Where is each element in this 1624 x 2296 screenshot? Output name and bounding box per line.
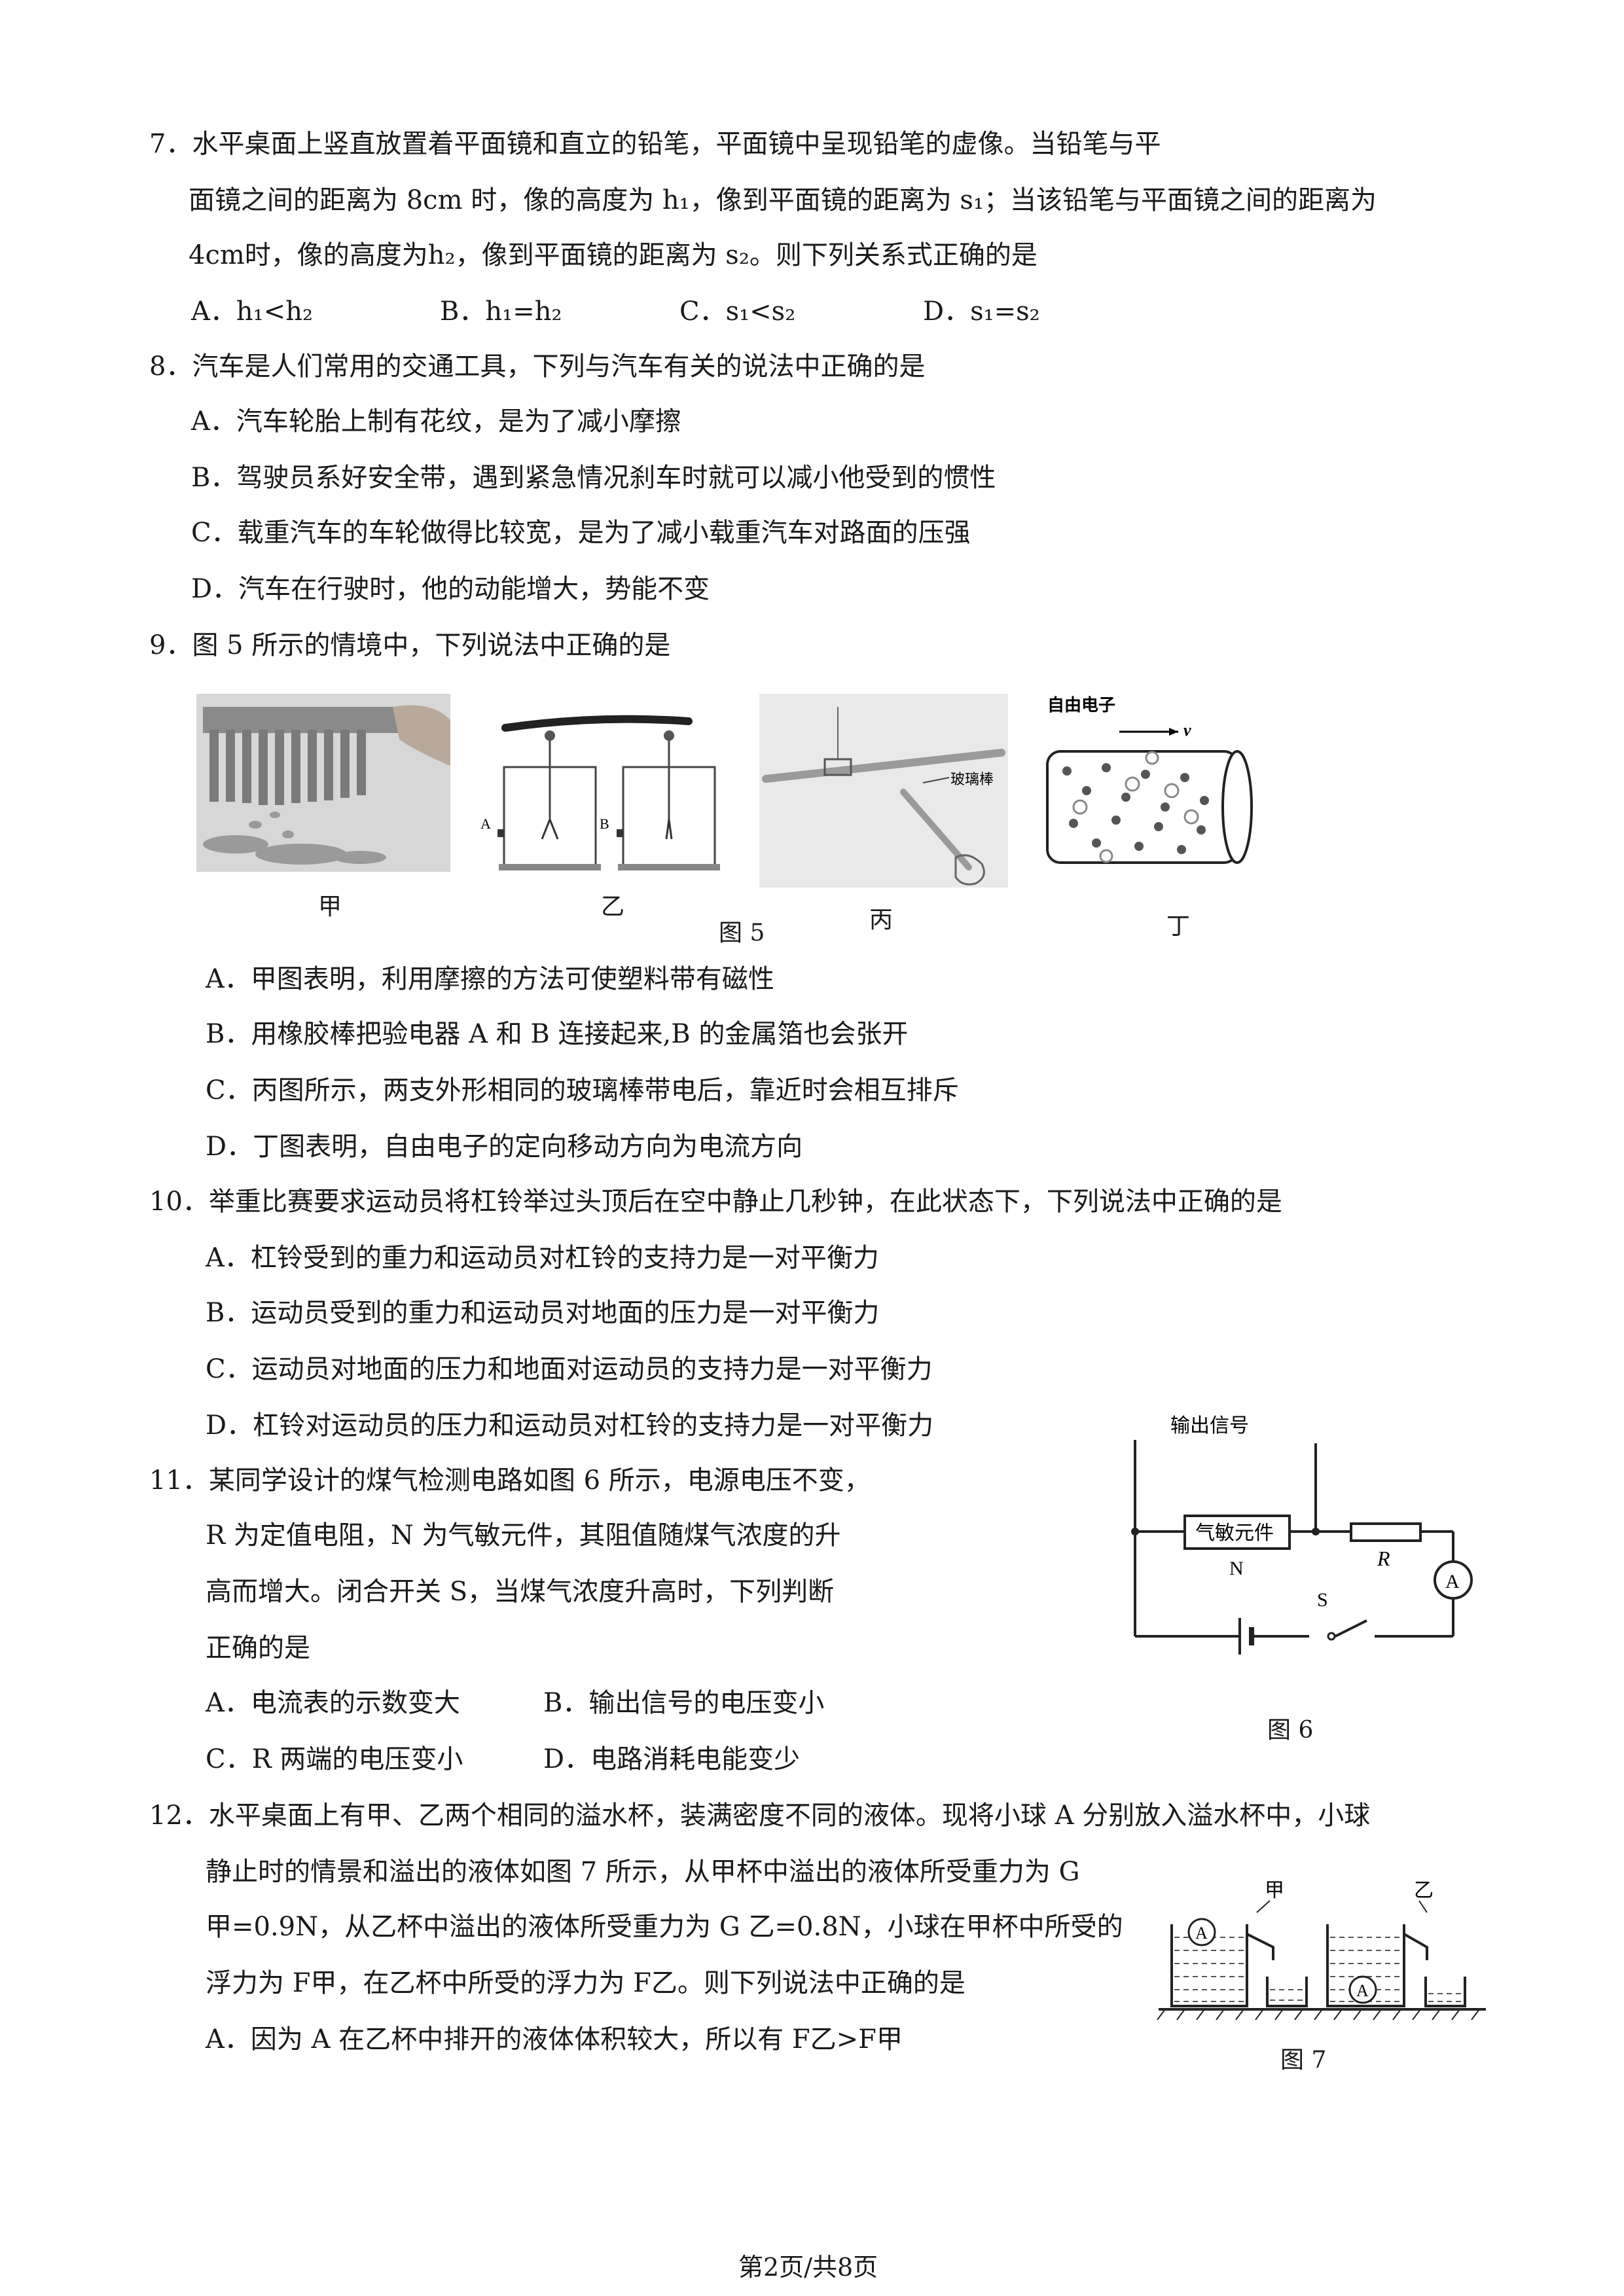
q11-line2: R 为定值电阻，N 为气敏元件，其阻值随煤气浓度的升 (206, 1520, 841, 1551)
cup-yi-label: 乙 (1414, 1879, 1434, 1902)
q12-line3: 甲=0.9N，从乙杯中溢出的液体所受重力为 G 乙=0.8N，小球在甲杯中所受的 (206, 1912, 1123, 1942)
figure5-caption: 图 5 (719, 920, 765, 946)
velocity-label: v (1183, 721, 1191, 740)
ball-a-in-yi: A (1356, 1981, 1369, 2000)
cup-jia-label: 甲 (1265, 1879, 1284, 1902)
q11-line3: 高而增大。闭合开关 S，当煤气浓度升高时，下列判断 (206, 1577, 835, 1607)
q9-option-c: C．丙图所示，两支外形相同的玻璃棒带电后，靠近时会相互排斥 (206, 1075, 959, 1105)
switch-s-label: S (1317, 1589, 1328, 1611)
q7-option-a: A．h₁<h₂ (191, 296, 313, 327)
figure5-label-jia: 甲 (318, 893, 342, 920)
q11-option-a: A．电流表的示数变大 (206, 1688, 460, 1718)
q10-option-d: D．杠铃对运动员的压力和运动员对杠铃的支持力是一对平衡力 (206, 1410, 934, 1441)
free-electron-label: 自由电子 (1047, 695, 1115, 715)
q8-option-c: C．载重汽车的车轮做得比较宽，是为了减小载重汽车对路面的压强 (191, 518, 971, 548)
q8-option-a: A．汽车轮胎上制有花纹，是为了减小摩擦 (191, 406, 681, 437)
figure5-label-bing: 丙 (869, 906, 893, 933)
figure5-bing-glass-rods: 玻璃棒 (759, 694, 1008, 888)
ball-a-in-jia: A (1195, 1924, 1208, 1943)
q11-line4: 正确的是 (206, 1633, 310, 1663)
q9-option-d: D．丁图表明，自由电子的定向移动方向为电流方向 (206, 1132, 803, 1162)
figure5-label-yi: 乙 (601, 893, 625, 920)
figure5-yi-electroscopes: A B (480, 715, 720, 870)
q12-option-a: A．因为 A 在乙杯中排开的液体体积较大，所以有 F乙>F甲 (206, 2024, 903, 2054)
q12-line1: 12．水平桌面上有甲、乙两个相同的溢水杯，装满密度不同的液体。现将小球 A 分别… (149, 1801, 1371, 1831)
q8-stem: 8．汽车是人们常用的交通工具，下列与汽车有关的说法中正确的是 (149, 351, 926, 382)
q7-line2: 面镜之间的距离为 8cm 时，像的高度为 h₁，像到平面镜的距离为 s₁；当该铅… (189, 185, 1377, 215)
q7-option-b: B．h₁=h₂ (440, 296, 562, 327)
q11-option-d: D．电路消耗电能变少 (543, 1744, 801, 1774)
q9-option-b: B．用橡胶棒把验电器 A 和 B 连接起来,B 的金属箔也会张开 (206, 1019, 909, 1049)
electroscope-b-label: B (600, 816, 609, 832)
q11-line1: 11．某同学设计的煤气检测电路如图 6 所示，电源电压不变， (149, 1465, 871, 1496)
figure6-caption: 图 6 (1267, 1717, 1314, 1744)
page-footer: 第2页/共8页 (738, 2253, 878, 2282)
q12-line2: 静止时的情景和溢出的液体如图 7 所示，从甲杯中溢出的液体所受重力为 G (206, 1857, 1080, 1887)
q11-option-c: C．R 两端的电压变小 (206, 1744, 463, 1774)
q7-line3: 4cm时，像的高度为h₂，像到平面镜的距离为 s₂。则下列关系式正确的是 (189, 240, 1038, 270)
glass-rod-label: 玻璃棒 (950, 772, 994, 788)
q11-option-b: B．输出信号的电压变小 (543, 1688, 825, 1718)
q7-option-c: C．s₁<s₂ (679, 296, 796, 327)
figure5-ding-free-electrons: 自由电子 v (1046, 695, 1253, 864)
q10-option-b: B．运动员受到的重力和运动员对地面的压力是一对平衡力 (206, 1298, 880, 1328)
sensor-n-label: N (1229, 1558, 1244, 1579)
electroscope-a-label: A (480, 816, 491, 832)
output-signal-label: 输出信号 (1170, 1414, 1249, 1437)
q10-option-c: C．运动员对地面的压力和地面对运动员的支持力是一对平衡力 (206, 1354, 933, 1384)
figure6-circuit: 输出信号 气敏元件 N R A S (1131, 1414, 1473, 1655)
q8-option-b: B．驾驶员系好安全带，遇到紧急情况刹车时就可以减小他受到的惯性 (191, 463, 996, 493)
q8-option-d: D．汽车在行驶时，他的动能增大，势能不变 (191, 574, 710, 604)
q10-stem: 10．举重比赛要求运动员将杠铃举过头顶后在空中静止几秒钟，在此状态下，下列说法中… (149, 1187, 1282, 1217)
figure5-jia-comb (196, 694, 450, 872)
ammeter-a-label: A (1445, 1571, 1460, 1592)
gas-sensor-label: 气敏元件 (1195, 1522, 1274, 1545)
q10-option-a: A．杠铃受到的重力和运动员对杠铃的支持力是一对平衡力 (206, 1243, 879, 1273)
q7-option-d: D．s₁=s₂ (923, 296, 1040, 327)
q9-stem: 9．图 5 所示的情境中，下列说法中正确的是 (149, 630, 671, 660)
figure7-caption: 图 7 (1280, 2047, 1327, 2073)
resistor-r-label: R (1377, 1547, 1390, 1570)
q9-option-a: A．甲图表明，利用摩擦的方法可使塑料带有磁性 (206, 964, 774, 994)
q12-line4: 浮力为 F甲，在乙杯中所受的浮力为 F乙。则下列说法中正确的是 (206, 1968, 965, 1998)
q7-line1: 7．水平桌面上竖直放置着平面镜和直立的铅笔，平面镜中呈现铅笔的虚像。当铅笔与平 (149, 129, 1161, 159)
figure5-label-ding: 丁 (1166, 913, 1191, 940)
figure7-overflow-cups: 甲 乙 A A (1157, 1879, 1486, 2020)
